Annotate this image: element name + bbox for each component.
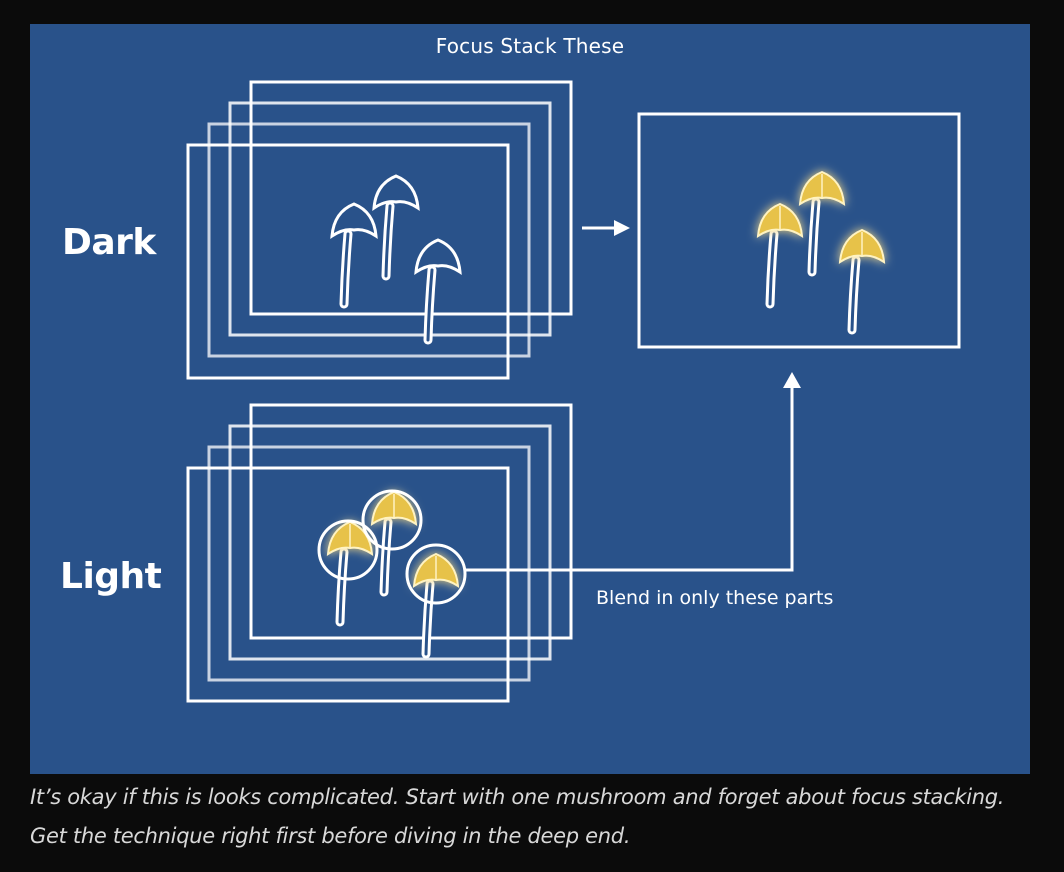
blend-note: Blend in only these parts [596, 587, 834, 609]
light-label: Light [60, 556, 162, 597]
dark-frame-4 [249, 80, 573, 316]
highlight-circle [361, 489, 423, 551]
diagram-title: Focus Stack These [435, 34, 625, 58]
result-rect [637, 112, 961, 349]
focus-stack-diagram: Focus Stack These Dark Light Blend in on… [30, 24, 1030, 774]
blend-connector-arrow [465, 372, 801, 572]
light-mushroom-group [317, 489, 467, 654]
result-frame [637, 112, 961, 349]
highlight-circle [317, 519, 379, 581]
dark-frame-3 [228, 101, 552, 337]
light-frame-2 [207, 445, 531, 682]
dark-label: Dark [62, 222, 156, 263]
highlight-circle [405, 543, 467, 605]
figure-caption: It’s okay if this is looks complicated. … [30, 778, 1040, 856]
right-arrow [582, 220, 630, 236]
dark-frame-2 [207, 122, 531, 358]
diagram-graphic [186, 80, 961, 703]
light-frame-4 [249, 403, 573, 640]
caption-line-1: It’s okay if this is looks complicated. … [30, 785, 1005, 809]
dark-stack [186, 80, 573, 380]
dark-frame-1 [186, 143, 510, 380]
light-frame-1 [186, 466, 510, 703]
light-stack [186, 403, 573, 703]
caption-line-2: Get the technique right first before div… [30, 824, 631, 848]
light-frame-3 [228, 424, 552, 661]
